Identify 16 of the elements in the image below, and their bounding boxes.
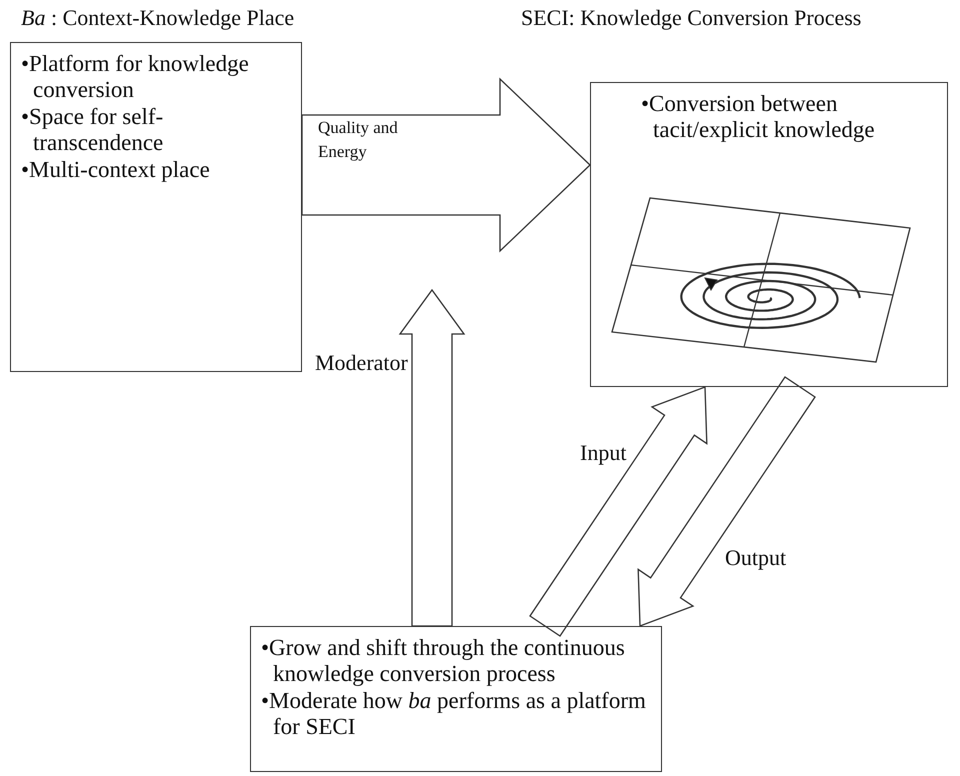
bullet-text: •Space for self-transcendence (21, 104, 164, 157)
bullet-text: •Platform for knowledge conversion (21, 51, 250, 104)
edge-label: Input (580, 440, 626, 466)
edge-label: Output (725, 545, 786, 571)
heading: SECI: Knowledge Conversion Process (521, 5, 862, 31)
edge-label: Quality and Energy (318, 117, 399, 163)
heading: Ba : Context-Knowledge Place (21, 5, 294, 31)
block-arrow (638, 376, 816, 627)
block-arrow (301, 77, 591, 253)
bullet-text: •Moderate how ba performs as a platform for SECI (261, 688, 647, 741)
text-box (250, 626, 662, 772)
edge-label: Moderator (315, 350, 408, 376)
block-arrow (398, 288, 466, 627)
block-arrow (529, 386, 708, 637)
bullet-text: •Multi-context place (21, 156, 211, 184)
bullet-text: •Conversion between tacit/explicit knowledge (641, 91, 876, 144)
